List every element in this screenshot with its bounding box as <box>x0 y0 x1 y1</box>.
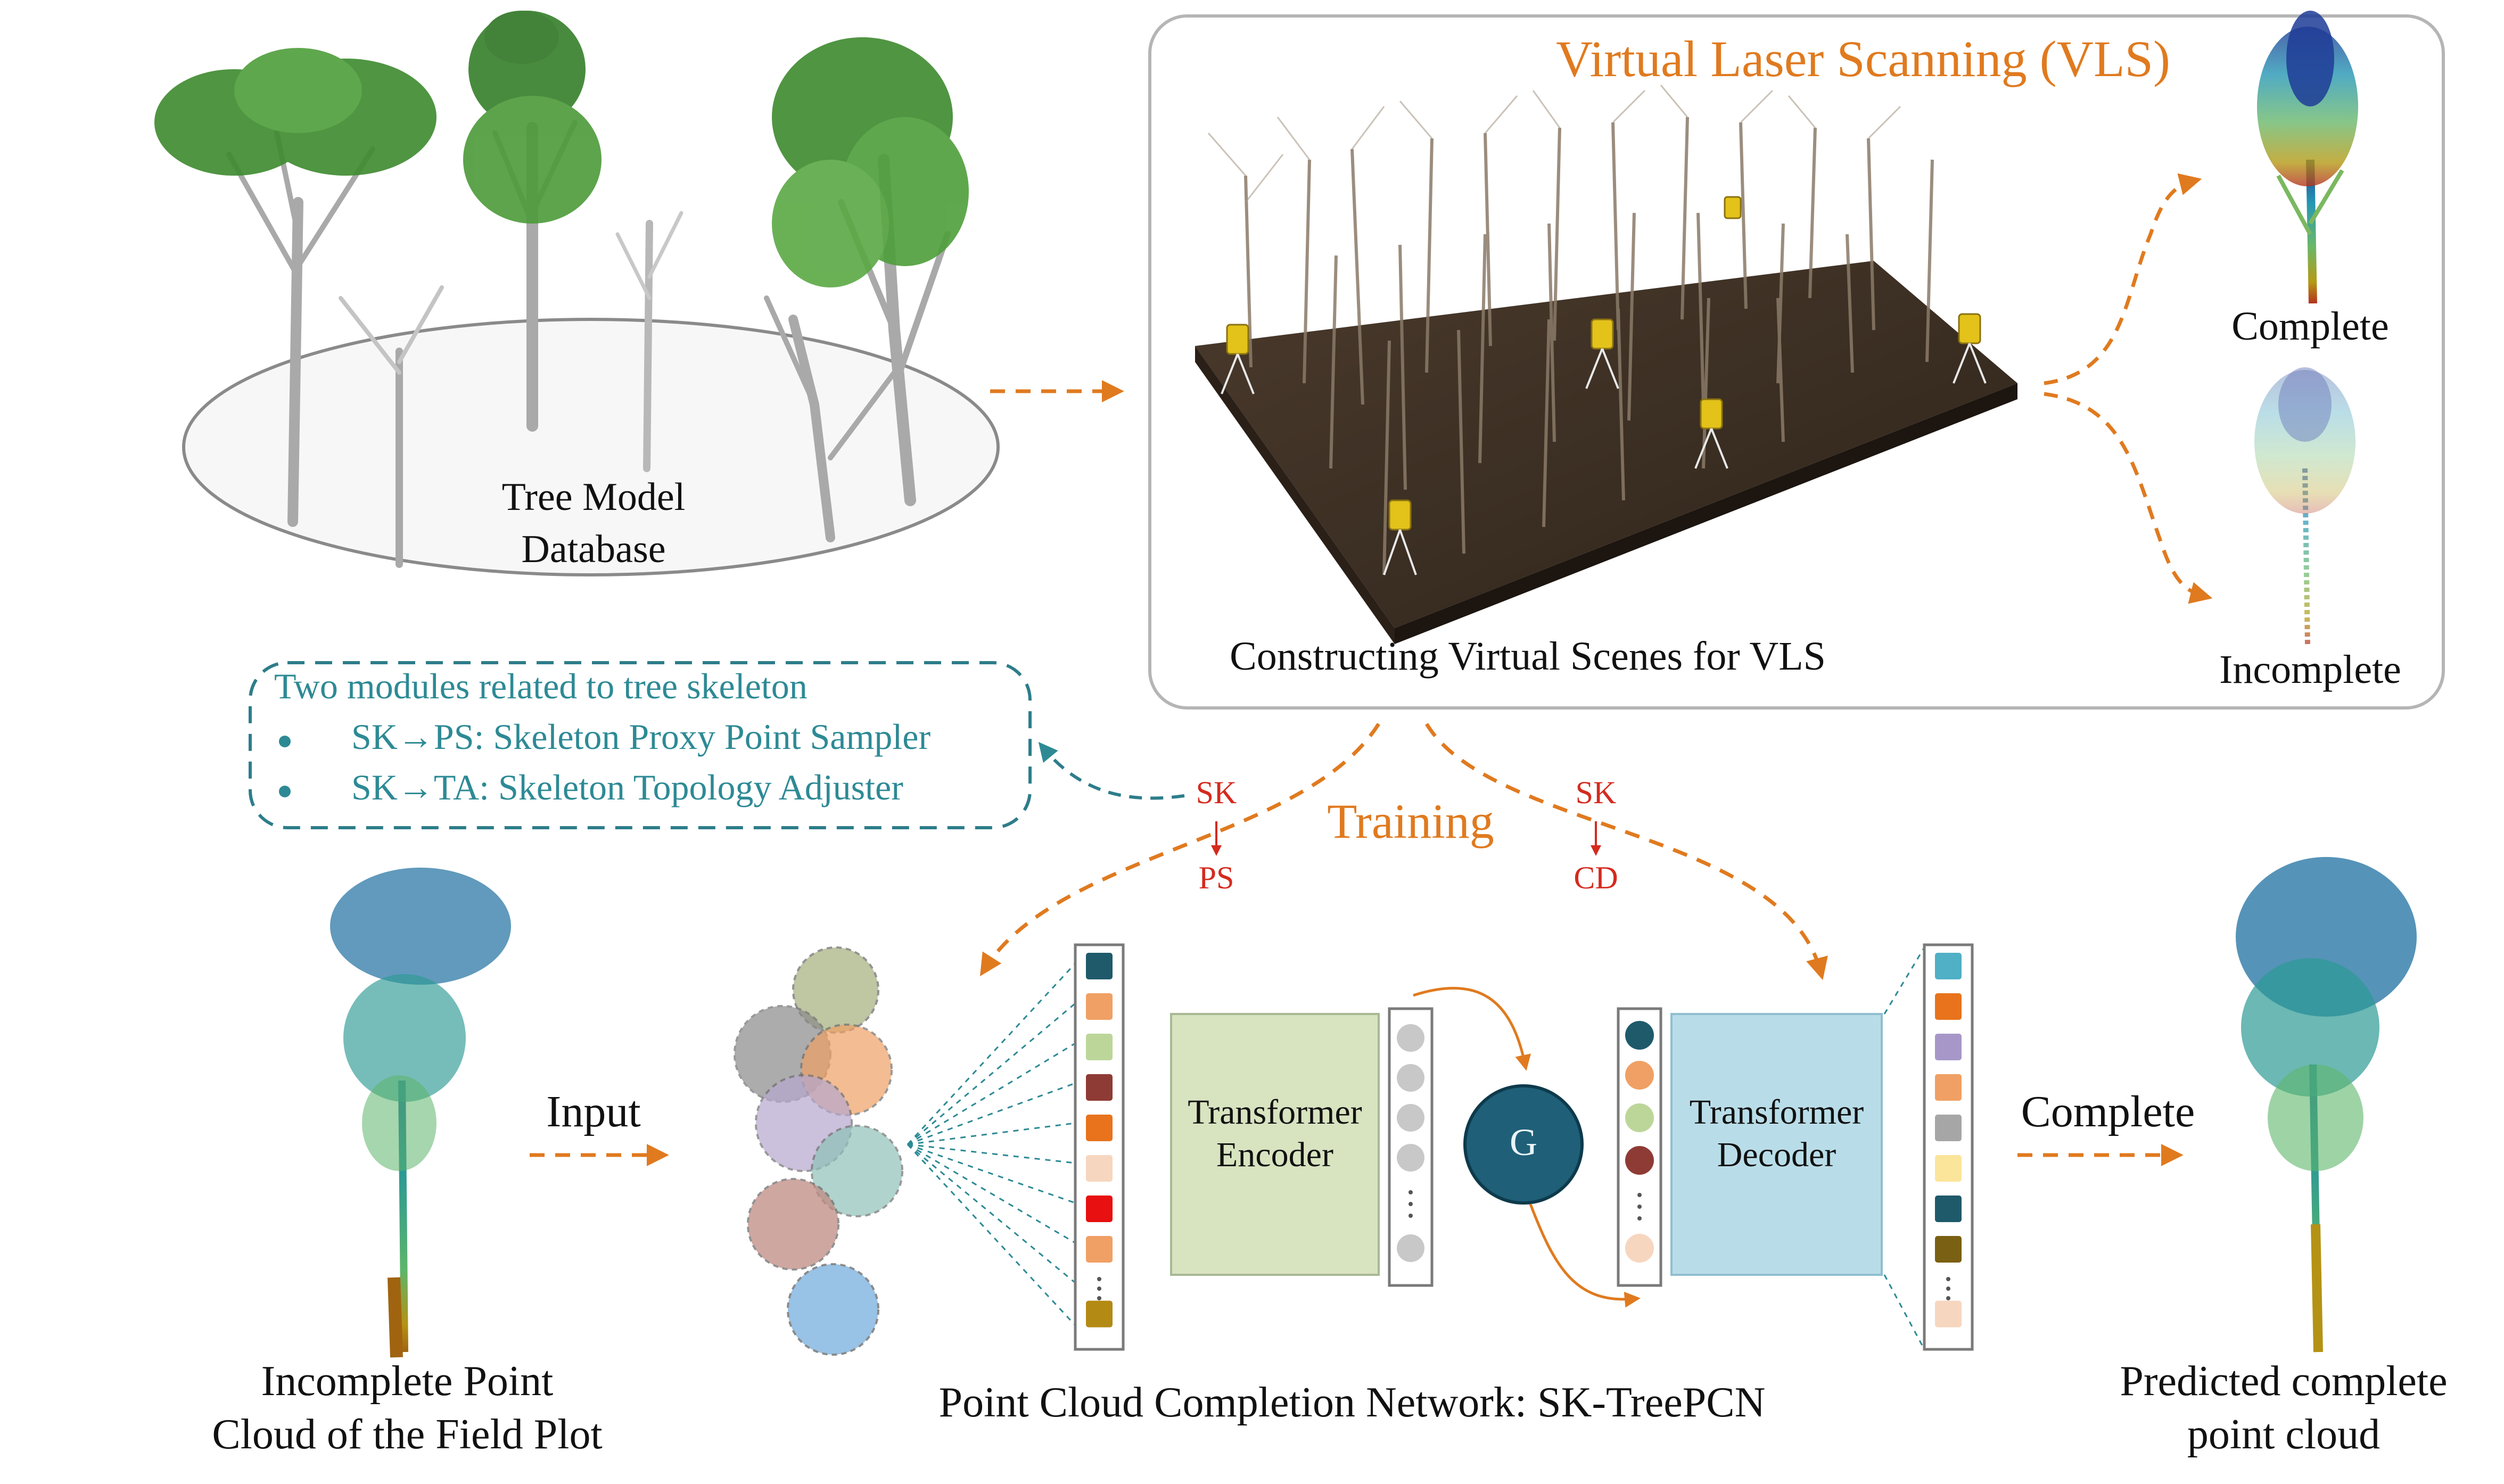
token-square <box>1086 953 1113 979</box>
decoder-input-tokens <box>1625 1021 1654 1263</box>
ellipsis-dot <box>1097 1287 1101 1291</box>
token-dot <box>1397 1104 1424 1132</box>
vls-title: Virtual Laser Scanning (VLS) <box>1556 30 2170 87</box>
training-sk-left: SK <box>1196 775 1237 810</box>
complete-arrow-label: Complete <box>2021 1087 2195 1136</box>
token-square <box>1935 993 1962 1020</box>
arrow-to-incomplete <box>2044 392 2213 604</box>
input-caption-line1: Incomplete Point <box>261 1358 554 1405</box>
skeleton-item-ps: SK→PS: Skeleton Proxy Point Sampler <box>351 716 931 757</box>
token-square <box>1086 1115 1113 1141</box>
token-dot <box>1397 1064 1424 1092</box>
token-square <box>1086 1155 1113 1182</box>
incomplete-label: Incomplete <box>2219 647 2401 692</box>
arrow-to-skeleton-box <box>1038 741 1185 800</box>
token-square <box>1086 1034 1113 1060</box>
database-label-line1: Tree Model <box>501 475 686 519</box>
token-square <box>1935 1236 1962 1263</box>
ellipsis-dot <box>1946 1277 1950 1281</box>
token-square <box>1086 1300 1113 1328</box>
token-dot <box>1397 1144 1424 1172</box>
proxy-point-patches <box>734 946 903 1356</box>
arrow-to-generator <box>1413 987 1531 1071</box>
skeleton-item-ta: SK→TA: Skeleton Topology Adjuster <box>351 767 903 807</box>
field-plot-pointcloud <box>330 868 511 1358</box>
output-tokens <box>1935 953 1962 1328</box>
decoder-label: Transformer Decoder <box>1671 1091 1882 1176</box>
bullet-icon <box>279 736 291 747</box>
training-arrow-right <box>1425 723 1828 980</box>
training-ps: PS <box>1198 860 1234 895</box>
generator-label: G <box>1510 1121 1537 1164</box>
encoder-output-tokens <box>1397 1024 1424 1262</box>
predicted-pointcloud <box>2236 857 2417 1353</box>
token-square <box>1935 1300 1962 1328</box>
encoder-label: Transformer Encoder <box>1171 1091 1379 1176</box>
ellipsis-dots <box>1637 1193 1642 1221</box>
token-dot <box>1625 1021 1654 1050</box>
token-dot <box>1625 1061 1654 1090</box>
output-caption: Predicted complete point cloud <box>2076 1355 2491 1461</box>
generator-node <box>1463 1084 1584 1205</box>
input-caption-line2: Cloud of the Field Plot <box>212 1411 603 1458</box>
ellipsis-dot <box>1946 1287 1950 1291</box>
decoder-label-line2: Decoder <box>1717 1135 1836 1174</box>
decoder-label-line1: Transformer <box>1689 1093 1864 1132</box>
tree-model-database <box>154 11 1000 576</box>
arrow-to-complete <box>2044 173 2202 385</box>
network-caption: Point Cloud Completion Network: SK-TreeP… <box>938 1379 1766 1426</box>
token-square <box>1086 1074 1113 1101</box>
token-dot <box>1397 1234 1424 1262</box>
complete-tree-pointcloud <box>2257 11 2358 304</box>
virtual-scene <box>1195 85 2017 644</box>
skeleton-box-title: Two modules related to tree skeleton <box>274 666 808 706</box>
output-caption-line2: point cloud <box>2187 1411 2381 1458</box>
token-square <box>1086 1196 1113 1222</box>
training-cd: CD <box>1574 860 1618 895</box>
training-sk-right: SK <box>1575 775 1617 810</box>
output-caption-line1: Predicted complete <box>2120 1358 2448 1405</box>
incomplete-tree-pointcloud <box>2254 367 2355 645</box>
ellipsis-dot <box>1097 1277 1101 1281</box>
encoder-label-line1: Transformer <box>1188 1093 1362 1132</box>
token-dot <box>1397 1024 1424 1052</box>
input-label: Input <box>546 1087 641 1136</box>
token-square <box>1086 1236 1113 1263</box>
ellipsis-dots <box>1408 1190 1413 1218</box>
token-square <box>1935 953 1962 979</box>
ellipsis-dot <box>1097 1296 1101 1300</box>
skeleton-modules-box <box>249 661 1032 829</box>
token-square <box>1935 1115 1962 1141</box>
token-dot <box>1625 1103 1654 1132</box>
token-square <box>1935 1196 1962 1222</box>
decoder-to-token-lines <box>1883 947 1925 1350</box>
training-label: Training <box>1327 794 1494 848</box>
bullet-icon <box>279 786 291 797</box>
patch-to-token-lines <box>907 962 1076 1326</box>
training-arrow-left <box>979 723 1380 977</box>
input-caption: Incomplete Point Cloud of the Field Plot <box>160 1355 655 1461</box>
scene-caption: Constructing Virtual Scenes for VLS <box>1230 634 1826 679</box>
transformer-decoder <box>1670 1013 1883 1276</box>
token-dot <box>1625 1234 1654 1263</box>
token-square <box>1935 1074 1962 1101</box>
database-label: Tree Model Database <box>468 471 719 575</box>
token-dot <box>1625 1146 1654 1175</box>
ellipsis-dot <box>1946 1296 1950 1300</box>
token-square <box>1935 1155 1962 1182</box>
token-square <box>1935 1034 1962 1060</box>
arrow-from-generator <box>1529 1203 1641 1308</box>
complete-label: Complete <box>2231 304 2389 349</box>
token-square <box>1086 993 1113 1020</box>
encoder-label-line2: Encoder <box>1216 1135 1333 1174</box>
database-label-line2: Database <box>521 527 666 571</box>
transformer-encoder <box>1170 1013 1380 1276</box>
input-tokens <box>1086 953 1113 1328</box>
